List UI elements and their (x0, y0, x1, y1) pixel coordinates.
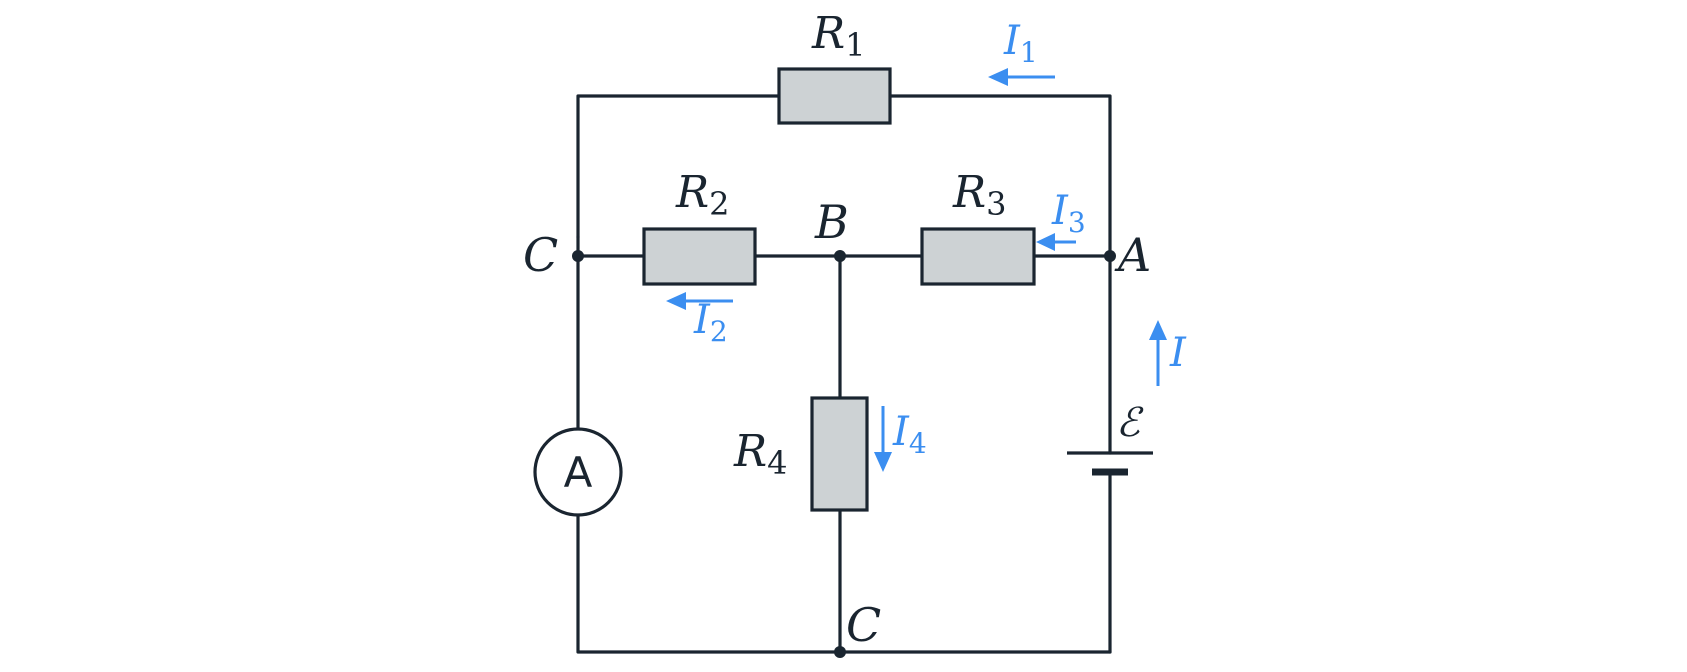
label-i1-sub: 1 (1020, 36, 1038, 69)
node-dot-b (834, 250, 846, 262)
resistor-r3 (920, 227, 1036, 286)
resistor-r1 (777, 67, 892, 125)
label-r4-sub: 4 (767, 444, 787, 482)
label-current-i4: I4 (892, 409, 927, 460)
label-r2-main: R (675, 167, 709, 218)
label-current-i3: I3 (1051, 188, 1086, 239)
label-r3-sub: 3 (986, 185, 1006, 223)
label-r4: R4 (733, 426, 788, 482)
label-r1-main: R (811, 8, 845, 59)
label-node-b: B (814, 195, 849, 249)
node-dot-a (1104, 250, 1116, 262)
label-i1-main: I (1003, 18, 1021, 64)
label-r4-main: R (733, 426, 767, 477)
label-current-i: I (1169, 330, 1187, 376)
label-i4-sub: 4 (909, 427, 927, 460)
resistor-r2 (642, 227, 757, 286)
wires (576, 94, 1112, 654)
resistor-r4 (810, 396, 869, 512)
label-node-a: A (1114, 228, 1151, 282)
node-dot-c-bottom (834, 646, 846, 658)
wire-ammeter-bottom (576, 514, 1112, 654)
label-i3-sub: 3 (1068, 206, 1086, 239)
label-current-i1: I1 (1003, 18, 1038, 69)
label-node-c-bottom: C (846, 598, 881, 652)
label-r3-main: R (952, 167, 986, 218)
label-node-c-left: C (523, 228, 558, 282)
ammeter-label: A (564, 448, 593, 497)
node-dot-c-left (572, 250, 584, 262)
wire-top-left (576, 94, 780, 239)
current-i-arrow (1149, 320, 1167, 386)
label-r1-sub: 1 (845, 26, 865, 64)
battery-label: ℰ (1116, 400, 1144, 446)
label-current-i2: I2 (693, 297, 728, 348)
ammeter (533, 427, 623, 517)
label-r2: R2 (675, 167, 730, 223)
current-i1-arrow (988, 68, 1055, 86)
label-r1: R1 (811, 8, 866, 64)
label-i3-main: I (1051, 188, 1069, 234)
label-i2-main: I (693, 297, 711, 343)
label-r2-sub: 2 (709, 185, 729, 223)
label-i4-main: I (892, 409, 910, 455)
current-i2-arrow (666, 292, 733, 310)
label-r3: R3 (952, 167, 1007, 223)
current-i4-arrow (874, 406, 892, 472)
current-i3-arrow (1036, 233, 1076, 251)
label-i2-sub: 2 (710, 315, 728, 348)
wire-top-right (888, 94, 1112, 258)
